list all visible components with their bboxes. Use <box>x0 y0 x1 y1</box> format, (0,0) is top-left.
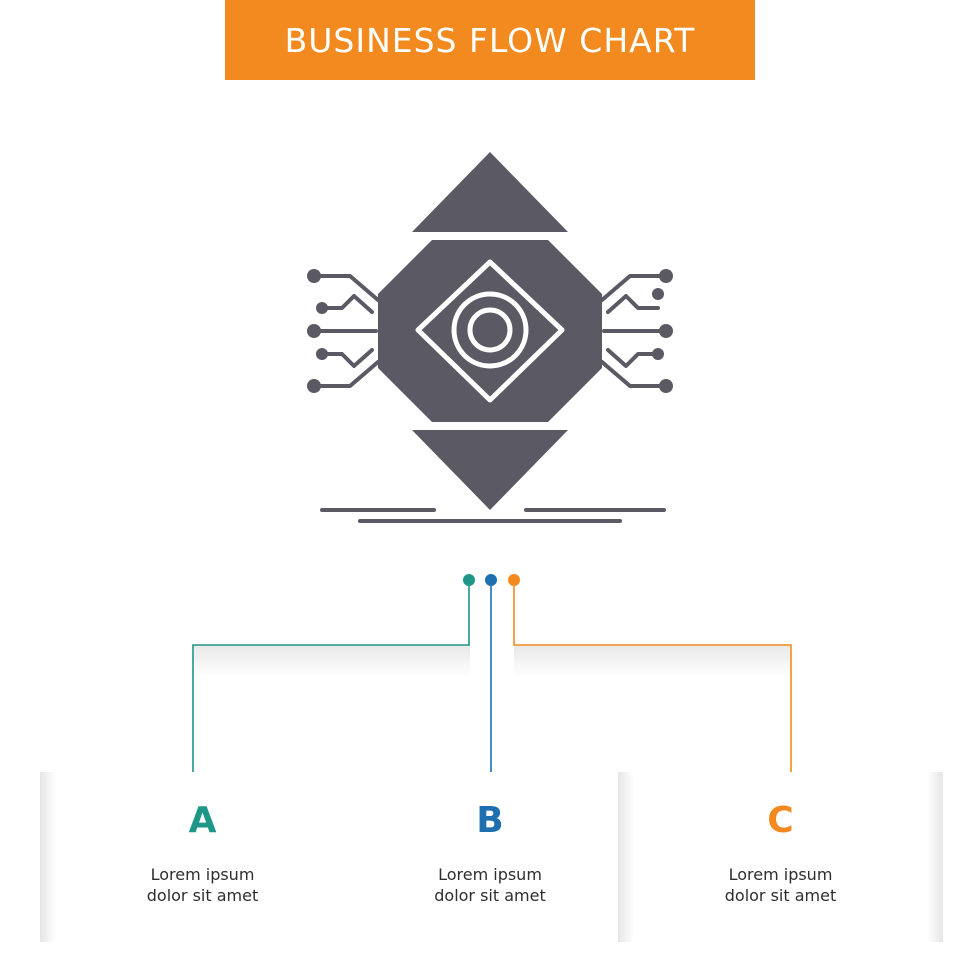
option-card-b: B Lorem ipsum dolor sit amet <box>340 772 640 942</box>
dot-c <box>508 574 520 586</box>
option-letter: C <box>767 800 794 841</box>
option-letter: A <box>188 800 217 841</box>
option-text-line2: dolor sit amet <box>146 886 259 905</box>
card-shadow <box>927 772 943 942</box>
dot-a <box>463 574 475 586</box>
title-banner: BUSINESS FLOW CHART <box>225 0 755 80</box>
option-text-line1: Lorem ipsum <box>728 865 833 884</box>
option-text: Lorem ipsum dolor sit amet <box>40 864 365 906</box>
dot-b <box>485 574 497 586</box>
card-shadow <box>40 772 56 942</box>
option-letter: B <box>476 800 504 841</box>
ai-eye-circuit-icon <box>307 152 673 523</box>
option-text: Lorem ipsum dolor sit amet <box>618 864 943 906</box>
option-card-a: A Lorem ipsum dolor sit amet <box>40 772 365 942</box>
option-text-line1: Lorem ipsum <box>150 865 255 884</box>
connector-c <box>513 586 792 780</box>
option-text: Lorem ipsum dolor sit amet <box>340 864 640 906</box>
page-title: BUSINESS FLOW CHART <box>284 20 696 60</box>
option-text-line1: Lorem ipsum <box>438 865 542 884</box>
option-card-c: C Lorem ipsum dolor sit amet <box>618 772 943 942</box>
card-shadow <box>618 772 634 942</box>
option-text-line2: dolor sit amet <box>724 886 837 905</box>
connector-a <box>192 586 470 780</box>
option-text-line2: dolor sit amet <box>434 886 546 905</box>
